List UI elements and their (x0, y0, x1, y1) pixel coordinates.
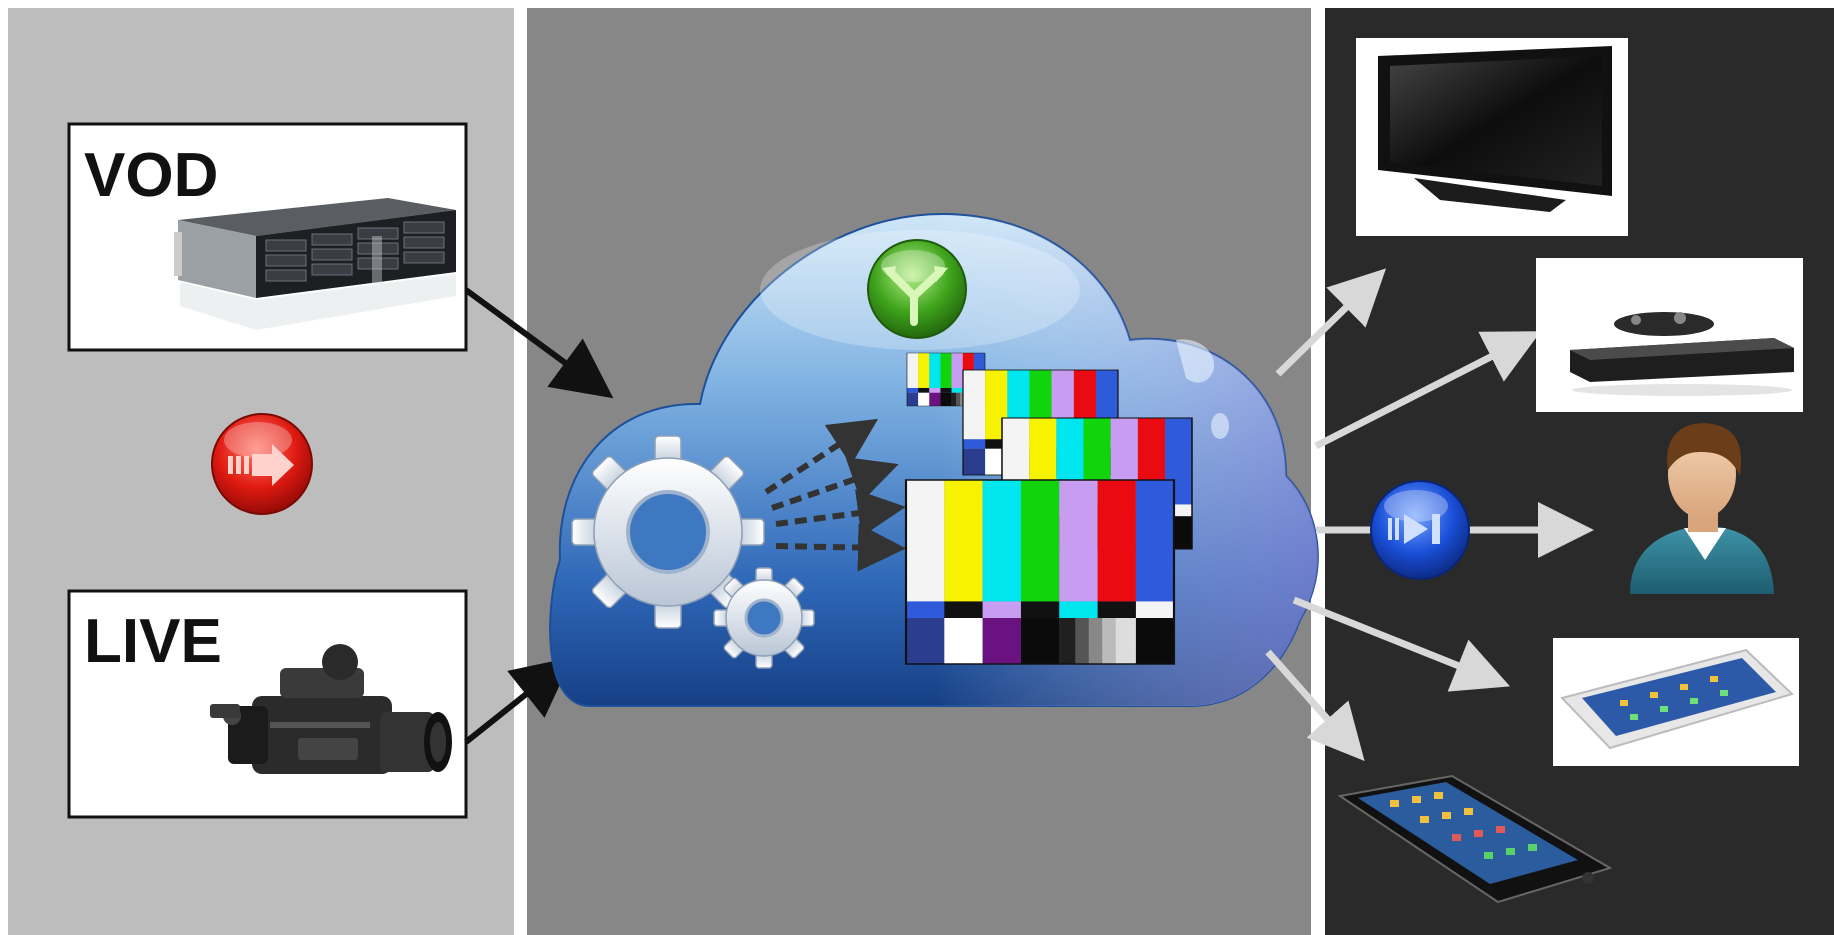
vod-label: VOD (84, 141, 218, 210)
tablet-icon (1553, 638, 1799, 766)
green-merge-icon[interactable] (867, 239, 967, 339)
user-icon (1630, 423, 1774, 594)
broadcast-camera-icon (210, 644, 452, 774)
red-forward-icon[interactable] (211, 413, 313, 515)
vod-source-box: VOD (67, 122, 468, 352)
smartphone-icon (1337, 774, 1613, 904)
live-source-box: LIVE (67, 589, 468, 819)
live-to-cloud-arrow (464, 657, 573, 745)
live-label: LIVE (84, 607, 222, 676)
flat-tv-icon (1356, 38, 1628, 236)
set-top-box-icon (1536, 258, 1803, 412)
rack-server-icon (174, 198, 456, 330)
gears-icon (571, 435, 815, 669)
vod-to-cloud-arrow (464, 287, 614, 399)
blue-play-pause-icon[interactable] (1370, 480, 1470, 580)
